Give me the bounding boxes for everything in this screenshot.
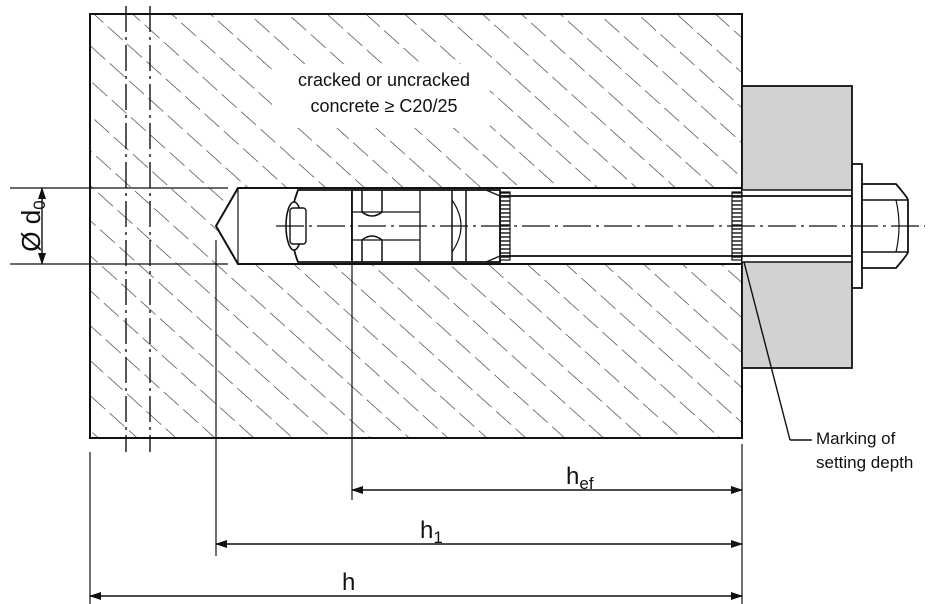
- diameter-label: Ø d0: [16, 200, 49, 251]
- marking-leader: [743, 261, 812, 441]
- h1-label: h1: [420, 517, 443, 547]
- concrete-label-line1: cracked or uncracked: [298, 70, 470, 90]
- diameter-dimension: [10, 187, 228, 265]
- label-mask: [272, 64, 490, 128]
- drill-hole-outline: [214, 187, 742, 265]
- depth-dimensions: [89, 486, 743, 600]
- marking-label-line1: Marking of: [816, 429, 896, 448]
- hef-label: hef: [566, 463, 594, 493]
- bolt-shaft: [499, 195, 853, 257]
- break-lines: [125, 6, 151, 452]
- concrete-label-line2: concrete ≥ C20/25: [311, 96, 458, 116]
- extension-lines: [89, 240, 743, 604]
- h-label: h: [342, 569, 355, 596]
- marking-label-line2: setting depth: [816, 453, 913, 472]
